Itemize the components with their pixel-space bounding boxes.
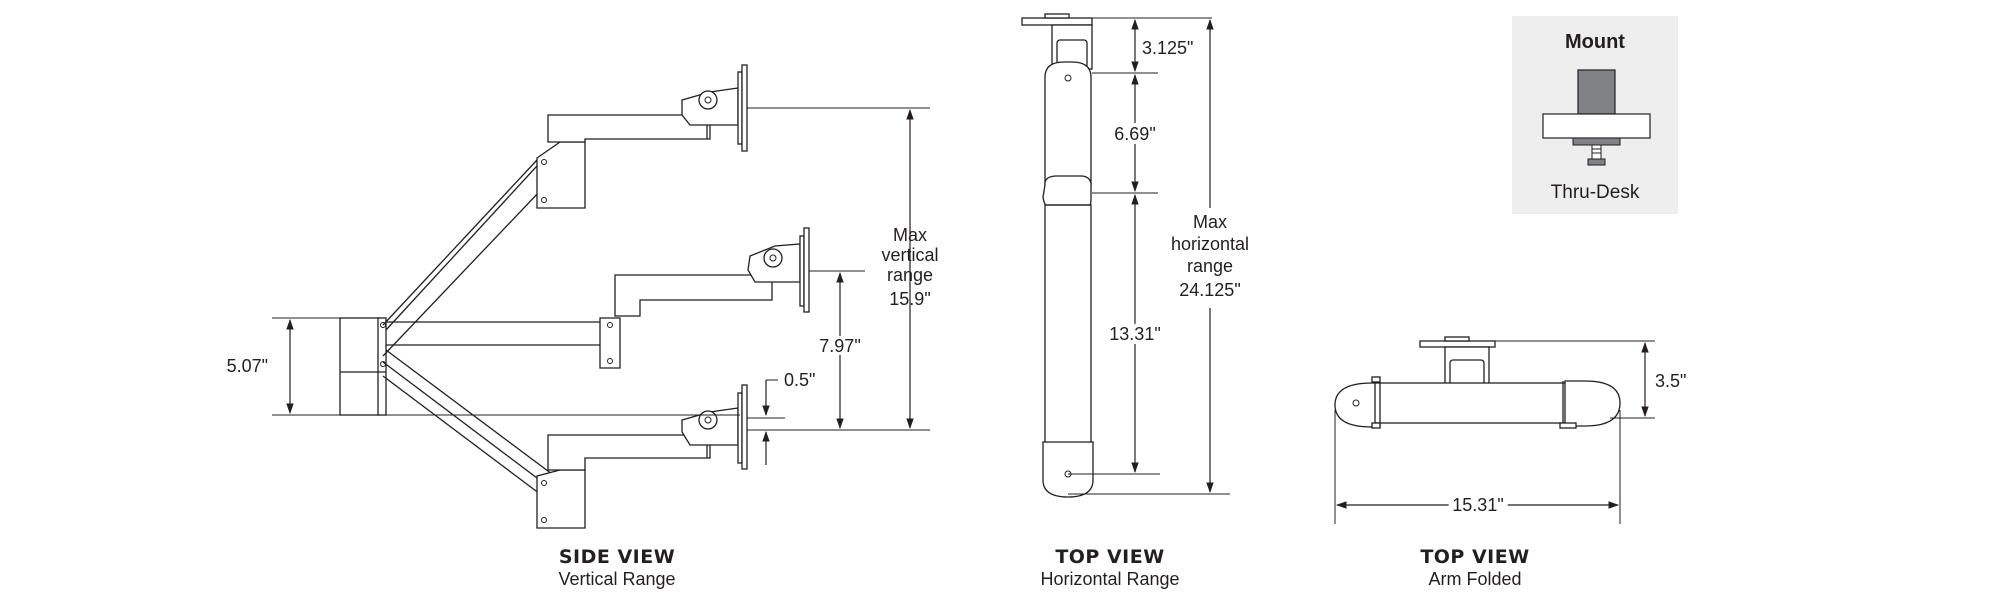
- mount-box-title: Mount: [1565, 31, 1625, 53]
- max-horizontal-line-1: Max: [1193, 212, 1227, 232]
- top-view-horizontal-title: TOP VIEW: [1055, 546, 1164, 568]
- side-view-title: SIDE VIEW: [559, 546, 675, 568]
- dim-label-base-height: 5.07": [227, 356, 268, 376]
- dim-label-folded-width: 15.31": [1452, 495, 1503, 515]
- top-view-horizontal-subtitle: Horizontal Range: [1040, 569, 1179, 589]
- dim-small-offset: [747, 379, 785, 465]
- side-view-subtitle: Vertical Range: [558, 569, 675, 589]
- thru-desk-mount-icon: [1542, 69, 1651, 166]
- max-horizontal-line-4: 24.125": [1179, 280, 1240, 300]
- dim-label-mid-range: 7.97": [819, 336, 860, 356]
- max-horizontal-line-3: range: [1187, 256, 1233, 276]
- dim-label-max-vertical-3: range: [887, 265, 933, 285]
- dim-label-small-offset: 0.5": [784, 370, 815, 390]
- dim-label-max-vertical-1: Max: [893, 225, 927, 245]
- side-arm-middle: [386, 227, 810, 369]
- dim-label-max-horizontal: Max horizontal range 24.125": [1160, 208, 1260, 308]
- dim-label-top-669: 6.69": [1114, 124, 1155, 144]
- side-arm-lower: [382, 349, 748, 529]
- top-view-folded-subtitle: Arm Folded: [1428, 569, 1521, 589]
- top-view-horizontal-drawing: 3.125" 6.69" 13.31" Max horizontal range…: [1021, 13, 1260, 589]
- dim-label-max-vertical-4: 15.9": [889, 289, 930, 309]
- max-horizontal-line-2: horizontal: [1171, 234, 1249, 254]
- mount-box: Mount Thru-Desk: [1512, 16, 1678, 214]
- dim-label-folded-depth: 3.5": [1655, 371, 1686, 391]
- top-view-folded-drawing: 3.5" 15.31" TOP VIEW Arm Folded: [1334, 336, 1686, 589]
- folded-arm-assembly: [1334, 336, 1621, 429]
- side-view-drawing: 5.07" Max vertical range 15.9" 7.97" 0.5…: [227, 64, 939, 589]
- top-arm-assembly: [1021, 13, 1094, 498]
- top-view-folded-title: TOP VIEW: [1420, 546, 1529, 568]
- mount-box-label: Thru-Desk: [1551, 182, 1640, 203]
- dim-label-top-1331: 13.31": [1109, 324, 1160, 344]
- dim-label-max-vertical-2: vertical: [881, 245, 938, 265]
- dim-label-top-3125: 3.125": [1142, 38, 1193, 58]
- side-base-post: [339, 317, 387, 416]
- side-arm-upper: [382, 64, 748, 357]
